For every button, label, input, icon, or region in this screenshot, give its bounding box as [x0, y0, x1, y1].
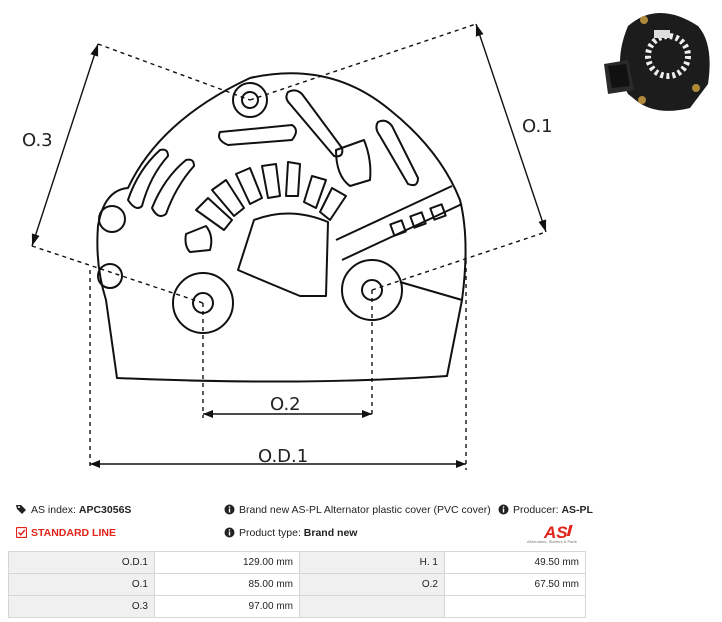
spec-label-cell: O.1	[8, 573, 155, 596]
logo-subtitle: Alternators, Starters & Parts	[527, 539, 577, 544]
as-index-value: APC3056S	[78, 504, 132, 516]
mount-hole-left	[172, 272, 234, 334]
svg-text:AS: AS	[543, 523, 568, 542]
spec-label-cell: O.2	[299, 573, 445, 596]
spec-label-cell: O.D.1	[8, 551, 155, 574]
dim-label-od1: O.D.1	[258, 446, 308, 467]
cover-outline	[96, 72, 467, 383]
small-hole-left	[98, 205, 126, 233]
info-icon	[224, 504, 235, 519]
spec-value-cell: 49.50 mm	[444, 551, 586, 574]
mount-hole-top	[232, 82, 268, 118]
spec-label-cell	[299, 595, 445, 618]
spec-label-cell: H. 1	[299, 551, 445, 574]
checkbox-icon	[15, 526, 28, 542]
spec-value-cell	[444, 595, 586, 618]
product-type: Product type: Brand new	[224, 526, 357, 542]
as-index: AS index: APC3056S	[16, 503, 131, 519]
spec-label-cell: O.3	[8, 595, 155, 618]
dim-label-o2: O.2	[270, 394, 301, 415]
product-photo	[604, 13, 710, 111]
spec-value-cell: 97.00 mm	[154, 595, 300, 618]
spec-value-cell: 67.50 mm	[444, 573, 586, 596]
dim-label-o1: O.1	[522, 116, 553, 137]
info-icon	[498, 504, 509, 519]
as-pl-logo: AS	[543, 523, 573, 542]
spec-value-cell: 85.00 mm	[154, 573, 300, 596]
mount-hole-right	[341, 259, 403, 321]
info-icon	[224, 527, 235, 542]
description: Brand new AS-PL Alternator plastic cover…	[224, 503, 491, 519]
producer: Producer: AS-PL	[498, 503, 593, 519]
standard-line: STANDARD LINE	[15, 526, 116, 542]
tag-icon	[16, 504, 27, 519]
dim-label-o3: O.3	[22, 130, 53, 151]
small-hole-left-low	[97, 263, 123, 289]
spec-value-cell: 129.00 mm	[154, 551, 300, 574]
center-connector	[237, 212, 329, 297]
